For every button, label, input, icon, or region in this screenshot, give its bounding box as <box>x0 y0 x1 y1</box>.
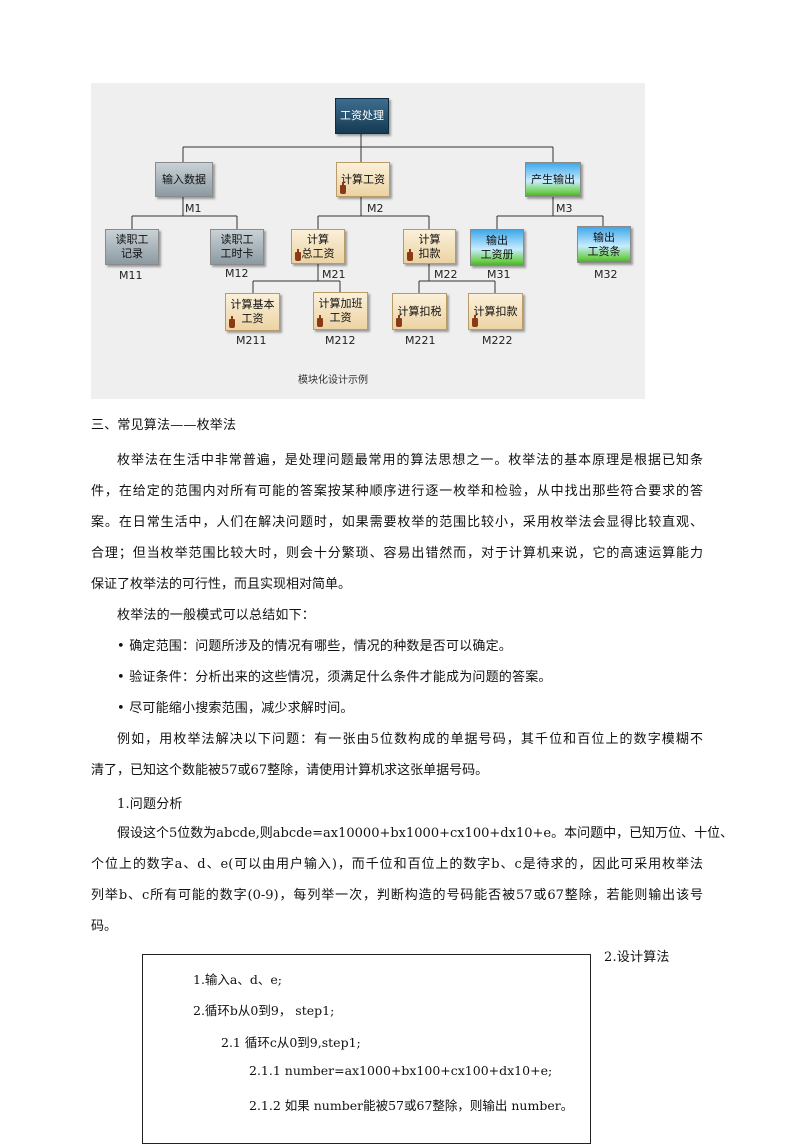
bottle-icon <box>340 182 346 194</box>
algorithm-box: 1.输入a、d、e; 2.循环b从0到9， step1; 2.1 循环c从0到9… <box>142 954 591 1144</box>
intro-line: 件，在给定的范围内对所有可能的答案按某种顺序进行逐一枚举和检验，从中找出那些符合… <box>91 484 703 499</box>
analysis-line: 个位上的数字a、d、e(可以由用户输入)，而千位和百位上的数字b、c是待求的，因… <box>91 857 703 872</box>
node-calc-salary: 计算工资 <box>336 162 390 197</box>
bullet-item: • 尽可能缩小搜索范围，减少求解时间。 <box>117 701 354 716</box>
label-m32: M32 <box>594 268 618 281</box>
node-produce-output: 产生输出 <box>525 162 581 197</box>
code-line: 2.循环b从0到9， step1; <box>193 1003 335 1018</box>
analysis-line: 列举b、c所有可能的数字(0-9)，每列举一次，判断构造的号码能否被57或67整… <box>91 888 703 903</box>
node-m21: 计算 总工资 <box>291 229 345 264</box>
label-m222: M222 <box>482 334 513 347</box>
bullet-item: • 确定范围：问题所涉及的情况有哪些，情况的种数是否可以确定。 <box>117 639 513 654</box>
code-line: 1.输入a、d、e; <box>193 972 282 987</box>
node-m222: 计算扣款 <box>468 293 523 330</box>
node-m12: 读职工 工时卡 <box>210 229 264 265</box>
intro-line: 合理；但当枚举范围比较大时，则会十分繁琐、容易出错然而，对于计算机来说，它的高速… <box>91 546 703 561</box>
code-line: 2.1.1 number=ax1000+bx100+cx100+dx10+e; <box>249 1063 553 1078</box>
intro-line: 案。在日常生活中，人们在解决问题时，如果需要枚举的范围比较小，采用枚举法会显得比… <box>91 515 703 530</box>
node-m212: 计算加班 工资 <box>313 292 368 330</box>
diagram-caption: 模块化设计示例 <box>298 375 368 386</box>
bottle-icon <box>407 249 413 261</box>
label-m1: M1 <box>185 202 202 215</box>
analysis-line: 假设这个5位数为abcde,则abcde=ax10000+bx1000+cx10… <box>117 826 734 841</box>
code-line: 2.1.2 如果 number能被57或67整除，则输出 number。 <box>249 1098 574 1113</box>
bullet-item: • 验证条件：分析出来的这些情况，须满足什么条件才能成为问题的答案。 <box>117 670 552 685</box>
problem-heading: 1.问题分析 <box>117 797 183 812</box>
node-root: 工资处理 <box>335 98 389 134</box>
bottle-icon <box>229 316 235 328</box>
section-title: 三、常见算法——枚举法 <box>91 418 237 433</box>
design-heading: 2.设计算法 <box>604 950 670 965</box>
bottle-icon <box>295 249 301 261</box>
node-m31: 输出 工资册 <box>470 229 524 266</box>
label-m3: M3 <box>556 202 573 215</box>
node-m221: 计算扣税 <box>392 293 447 330</box>
analysis-line: 码。 <box>91 919 118 934</box>
code-line: 2.1 循环c从0到9,step1; <box>221 1035 361 1050</box>
label-m11: M11 <box>119 269 143 282</box>
diagram-connectors <box>131 134 604 293</box>
example-line: 清了，已知这个数能被57或67整除，请使用计算机求这张单据号码。 <box>91 763 489 778</box>
label-m221: M221 <box>405 334 436 347</box>
module-diagram: 工资处理 输入数据 计算工资 产生输出 M1 M2 M3 读职工 记录 读职工 … <box>91 83 645 399</box>
intro-line: 枚举法在生活中非常普遍，是处理问题最常用的算法思想之一。枚举法的基本原理是根据已… <box>117 453 703 468</box>
node-m32: 输出 工资条 <box>577 226 631 263</box>
bottle-icon <box>472 315 478 327</box>
label-m21: M21 <box>322 268 346 281</box>
label-m12: M12 <box>225 267 249 280</box>
label-m211: M211 <box>236 334 267 347</box>
bottle-icon <box>396 315 402 327</box>
label-m2: M2 <box>367 202 384 215</box>
label-m31: M31 <box>487 268 511 281</box>
node-m22: 计算 扣款 <box>403 229 456 264</box>
example-line: 例如，用枚举法解决以下问题：有一张由5位数构成的单据号码，其千位和百位上的数字模… <box>117 732 703 747</box>
bottle-icon <box>317 315 323 327</box>
label-m212: M212 <box>325 334 356 347</box>
pattern-intro: 枚举法的一般模式可以总结如下： <box>117 608 316 623</box>
intro-line: 保证了枚举法的可行性，而且实现相对简单。 <box>91 577 352 592</box>
node-input-data: 输入数据 <box>155 162 213 197</box>
node-m11: 读职工 记录 <box>105 229 159 265</box>
label-m22: M22 <box>434 268 458 281</box>
node-m211: 计算基本 工资 <box>225 293 280 331</box>
